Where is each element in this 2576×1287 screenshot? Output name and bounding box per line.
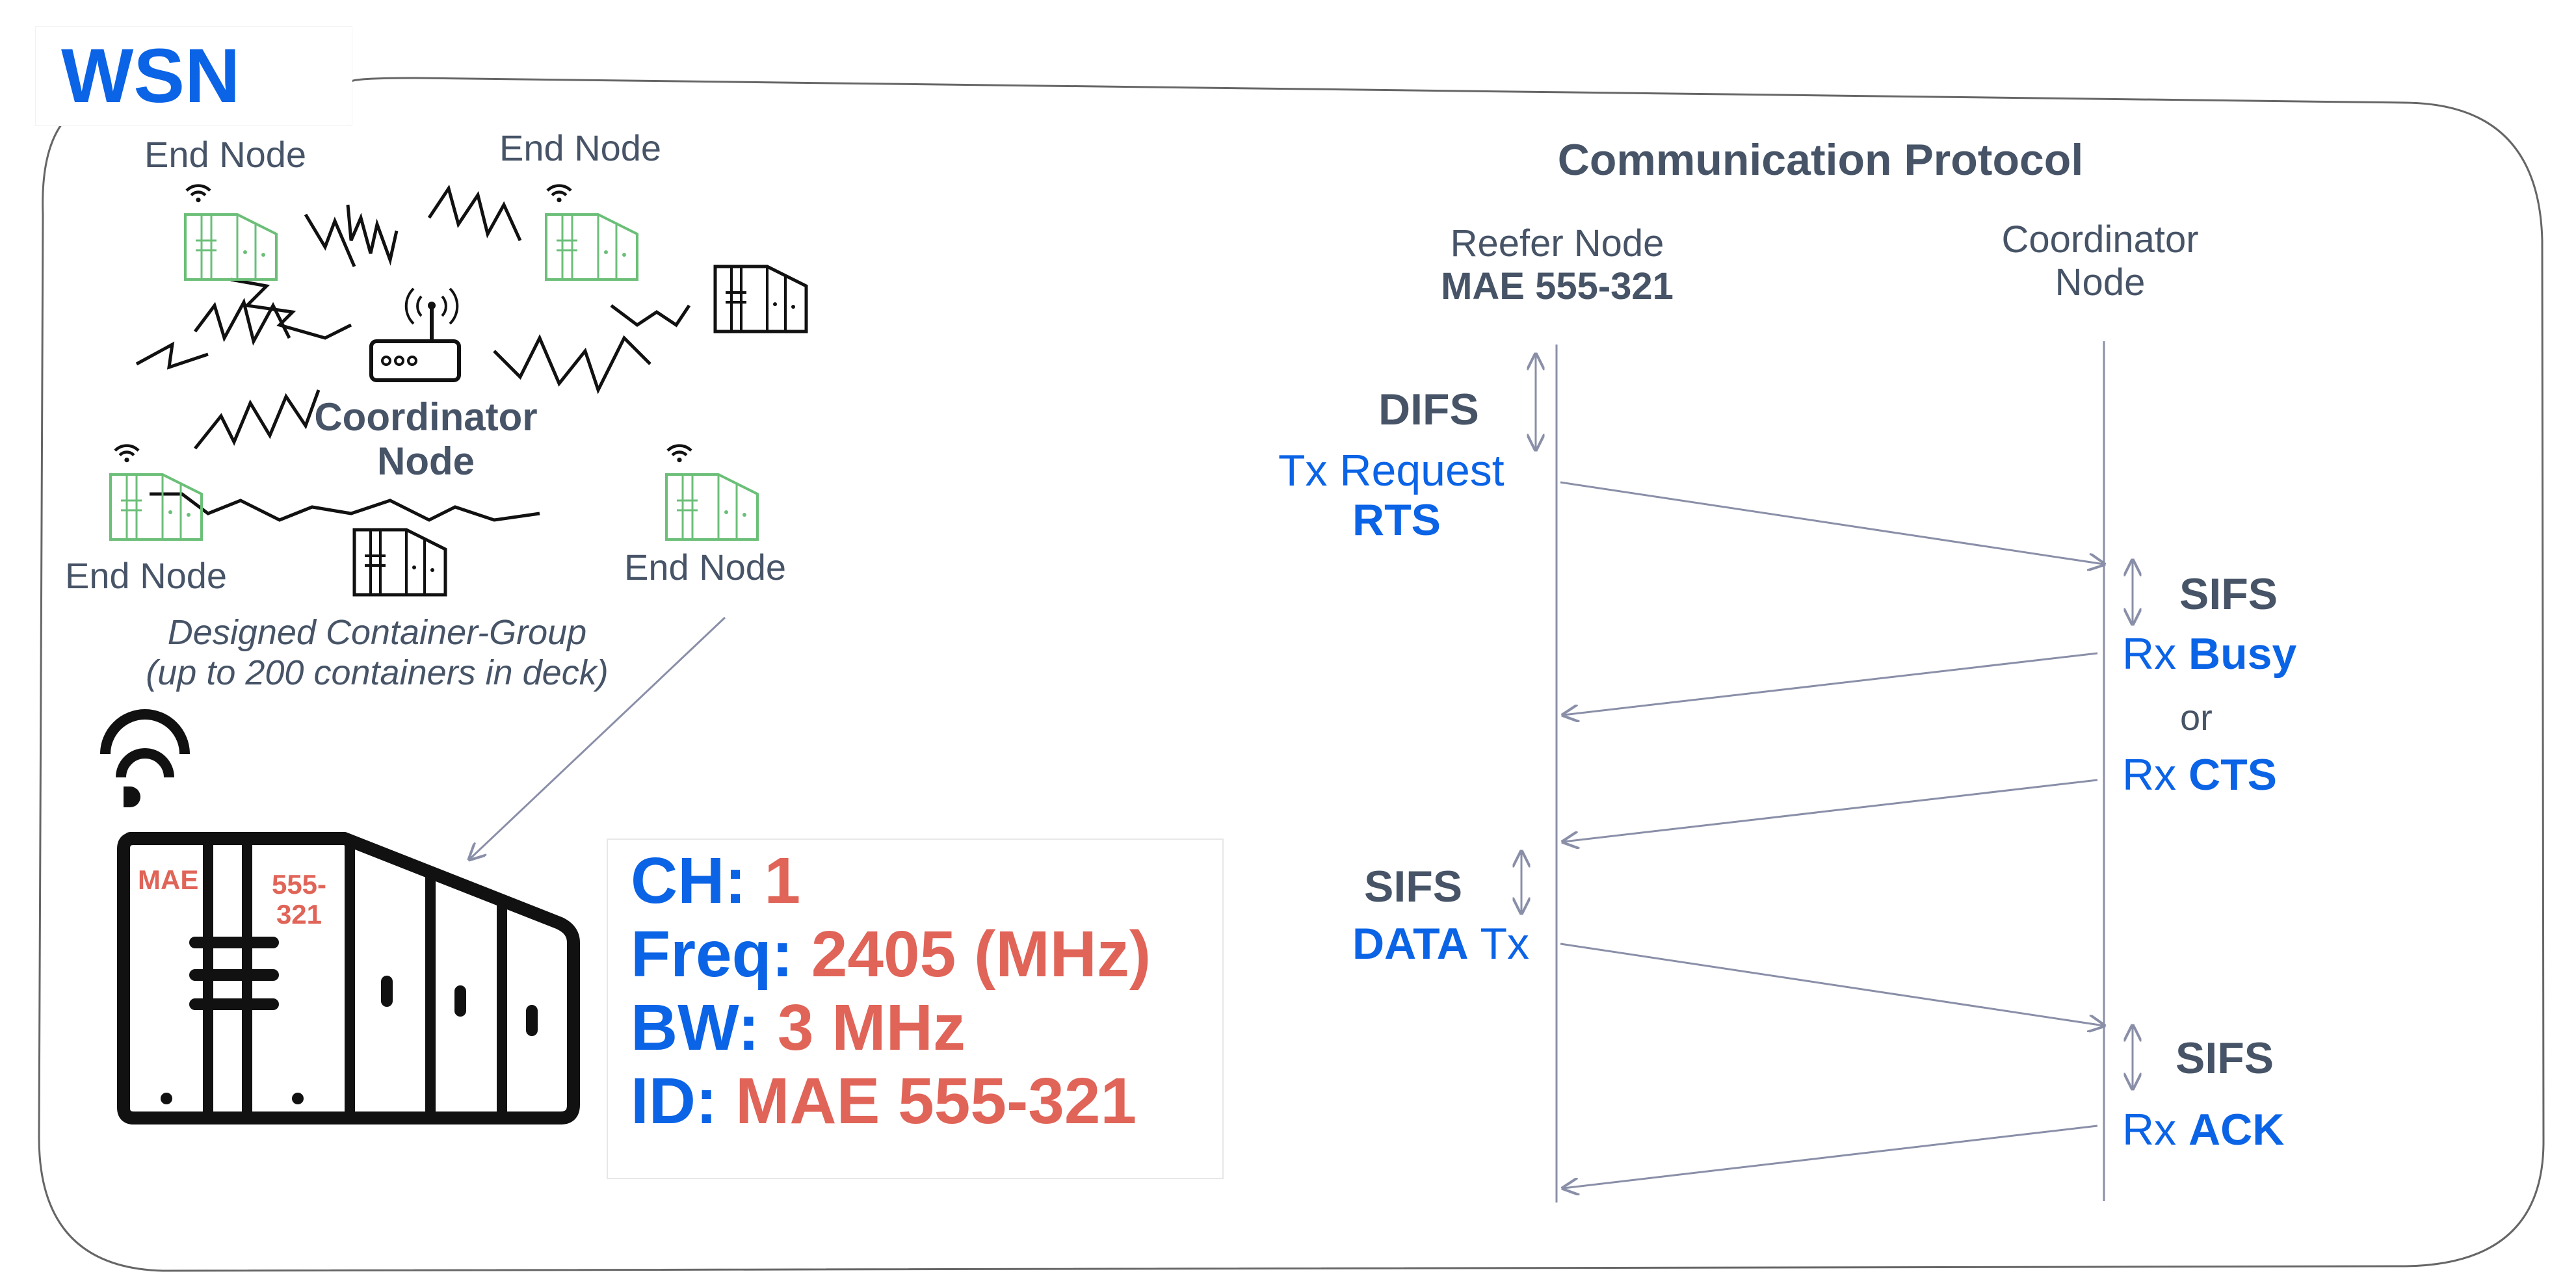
tx-request-label: Tx Request xyxy=(1278,446,1505,495)
rx-label: Rx xyxy=(2122,750,2177,800)
data-label: DATA xyxy=(1352,919,1469,968)
rts-message-arrow xyxy=(1560,481,2104,564)
difs-label: DIFS xyxy=(1378,385,1479,434)
spec-value: 1 xyxy=(764,844,801,917)
wifi-icon xyxy=(187,186,210,203)
coordinator-header-line1: Coordinator xyxy=(2001,218,2199,261)
end-node-container-icon xyxy=(545,213,638,281)
container-label-left: MAE xyxy=(138,864,199,895)
container-label-right-line1: 555- xyxy=(271,869,327,900)
spec-row-frequency: Freq: 2405 (MHz) xyxy=(631,922,1151,987)
logo-box xyxy=(35,26,352,126)
busy-message-arrow xyxy=(1563,652,2098,715)
sifs-label: SIFS xyxy=(2179,569,2278,619)
pointer-arrow xyxy=(469,616,726,859)
end-node-label: End Node xyxy=(65,555,228,596)
coordinator-label-line2: Node xyxy=(377,439,475,483)
wifi-icon xyxy=(115,446,138,463)
container-icon xyxy=(354,530,445,595)
spec-key: CH: xyxy=(631,844,746,917)
spec-row-channel: CH: 1 xyxy=(631,848,800,913)
coordinator-header-line2: Node xyxy=(2055,261,2146,304)
spec-box xyxy=(607,838,1224,1179)
or-label: or xyxy=(2180,697,2213,738)
spec-value: MAE 555-321 xyxy=(735,1065,1137,1138)
container-icon xyxy=(715,266,806,332)
coordinator-label-line1: Coordinator xyxy=(314,395,538,439)
reefer-header-line1: Reefer Node xyxy=(1450,222,1664,265)
data-tx-label: DATA Tx xyxy=(1352,922,1529,966)
busy-label: Busy xyxy=(2188,629,2297,679)
spec-key: BW: xyxy=(631,991,760,1064)
protocol-title: Communication Protocol xyxy=(1557,135,2084,185)
cts-label: CTS xyxy=(2188,750,2278,800)
logo-text: WSN xyxy=(61,33,241,119)
sifs-label: SIFS xyxy=(2175,1034,2274,1083)
spec-value: 2405 (MHz) xyxy=(811,918,1151,991)
tx-label: Tx xyxy=(1480,919,1529,968)
reefer-container-icon xyxy=(100,709,580,1124)
end-node-label: End Node xyxy=(144,134,307,175)
spec-value: 3 MHz xyxy=(777,991,966,1064)
rts-label: RTS xyxy=(1352,495,1441,545)
rx-ack-label: Rx ACK xyxy=(2122,1108,2284,1152)
rx-busy-label: Rx Busy xyxy=(2122,632,2296,676)
router-icon xyxy=(355,287,472,382)
outer-frame xyxy=(38,77,2545,1272)
rx-label: Rx xyxy=(2122,1105,2177,1154)
container-label-right-line2: 321 xyxy=(276,899,322,930)
end-node-container-icon xyxy=(109,473,203,541)
spec-key: Freq: xyxy=(631,918,793,991)
ack-message-arrow xyxy=(1563,1124,2098,1188)
wifi-icon xyxy=(547,186,571,203)
reefer-header-line2: MAE 555-321 xyxy=(1441,265,1674,307)
wireless-links xyxy=(135,185,691,522)
rx-cts-label: Rx CTS xyxy=(2122,753,2277,797)
spec-key: ID: xyxy=(631,1065,718,1138)
data-message-arrow xyxy=(1560,942,2104,1026)
sifs-label: SIFS xyxy=(1364,862,1463,911)
spec-row-bandwidth: BW: 3 MHz xyxy=(631,995,966,1060)
group-caption-line2: (up to 200 containers in deck) xyxy=(146,653,609,692)
end-node-container-icon xyxy=(665,473,759,541)
end-node-label: End Node xyxy=(624,547,787,588)
end-node-container-icon xyxy=(184,213,278,281)
rx-label: Rx xyxy=(2122,629,2177,679)
wifi-icon xyxy=(668,446,691,463)
cts-message-arrow xyxy=(1563,779,2098,842)
ack-label: ACK xyxy=(2188,1105,2285,1154)
group-caption-line1: Designed Container-Group xyxy=(167,613,587,652)
spec-row-id: ID: MAE 555-321 xyxy=(631,1069,1137,1134)
end-node-label: End Node xyxy=(499,127,662,168)
